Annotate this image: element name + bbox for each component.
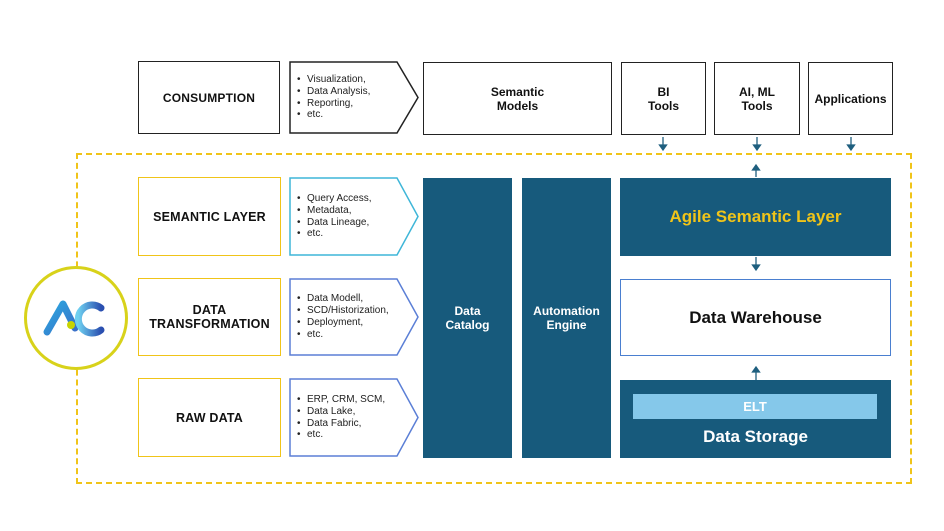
bullet-item: Deployment, xyxy=(297,317,389,329)
bullet-item: etc. xyxy=(297,329,389,341)
automation-engine-text: Automation Engine xyxy=(533,304,600,332)
bullet-item: Data Lake, xyxy=(297,406,385,418)
bullet-item: Data Lineage, xyxy=(297,217,371,229)
automation-engine-column: Automation Engine xyxy=(522,178,611,458)
consumption-bullets-arrow: Visualization, Data Analysis, Reporting,… xyxy=(289,61,419,134)
bullet-item: etc. xyxy=(297,109,370,121)
bullet-item: Query Access, xyxy=(297,193,371,205)
ai-ml-tools-box: AI, ML Tools xyxy=(714,62,800,135)
raw-data-bullets-arrow: ERP, CRM, SCM, Data Lake, Data Fabric, e… xyxy=(289,378,419,457)
data-catalog-column: Data Catalog xyxy=(423,178,512,458)
logo xyxy=(24,266,128,370)
data-catalog-text: Data Catalog xyxy=(445,304,490,332)
bullet-item: Data Fabric, xyxy=(297,418,385,430)
applications-text: Applications xyxy=(814,91,887,106)
semantic-models-box: Semantic Models xyxy=(423,62,612,135)
applications-box: Applications xyxy=(808,62,893,135)
semantic-layer-text: SEMANTIC LAYER xyxy=(153,209,266,224)
bullet-item: Data Modell, xyxy=(297,293,389,305)
bullet-item: SCD/Historization, xyxy=(297,305,389,317)
consumption-label: CONSUMPTION xyxy=(138,61,280,134)
data-warehouse-text: Data Warehouse xyxy=(689,307,822,327)
data-transformation-bullets-arrow: Data Modell, SCD/Historization, Deployme… xyxy=(289,278,419,356)
data-warehouse-box: Data Warehouse xyxy=(620,279,891,356)
ac-logo-icon xyxy=(43,300,105,337)
consumption-label-text: CONSUMPTION xyxy=(162,90,256,105)
semantic-models-text: Semantic Models xyxy=(490,84,545,113)
semantic-layer-bullets-arrow: Query Access, Metadata, Data Lineage, et… xyxy=(289,177,419,256)
bullet-item: Reporting, xyxy=(297,98,370,110)
agile-semantic-layer-text: Agile Semantic Layer xyxy=(669,207,842,226)
bullet-item: Visualization, xyxy=(297,74,370,86)
ai-ml-tools-text: AI, ML Tools xyxy=(739,84,775,113)
bi-tools-text: BI Tools xyxy=(647,84,680,113)
agile-semantic-layer-box: Agile Semantic Layer xyxy=(620,178,891,256)
semantic-layer-label: SEMANTIC LAYER xyxy=(138,177,281,256)
bullet-item: Data Analysis, xyxy=(297,86,370,98)
bullet-item: ERP, CRM, SCM, xyxy=(297,394,385,406)
data-transformation-bullet-list: Data Modell, SCD/Historization, Deployme… xyxy=(297,278,389,356)
raw-data-bullet-list: ERP, CRM, SCM, Data Lake, Data Fabric, e… xyxy=(297,378,385,457)
data-storage-text: Data Storage xyxy=(703,427,808,446)
bullet-item: etc. xyxy=(297,429,385,441)
raw-data-label: RAW DATA xyxy=(138,378,281,457)
semantic-layer-bullet-list: Query Access, Metadata, Data Lineage, et… xyxy=(297,177,371,256)
bullet-item: Metadata, xyxy=(297,205,371,217)
consumption-bullet-list: Visualization, Data Analysis, Reporting,… xyxy=(297,61,370,134)
raw-data-text: RAW DATA xyxy=(175,410,244,425)
data-transformation-label: DATA TRANSFORMATION xyxy=(138,278,281,356)
data-transformation-text: DATA TRANSFORMATION xyxy=(149,303,270,331)
data-storage-box: ELT Data Storage xyxy=(620,380,891,458)
bi-tools-box: BI Tools xyxy=(621,62,706,135)
elt-bar: ELT xyxy=(633,394,877,419)
bullet-item: etc. xyxy=(297,228,371,240)
elt-text: ELT xyxy=(743,399,767,414)
data-storage-label: Data Storage xyxy=(620,424,891,450)
